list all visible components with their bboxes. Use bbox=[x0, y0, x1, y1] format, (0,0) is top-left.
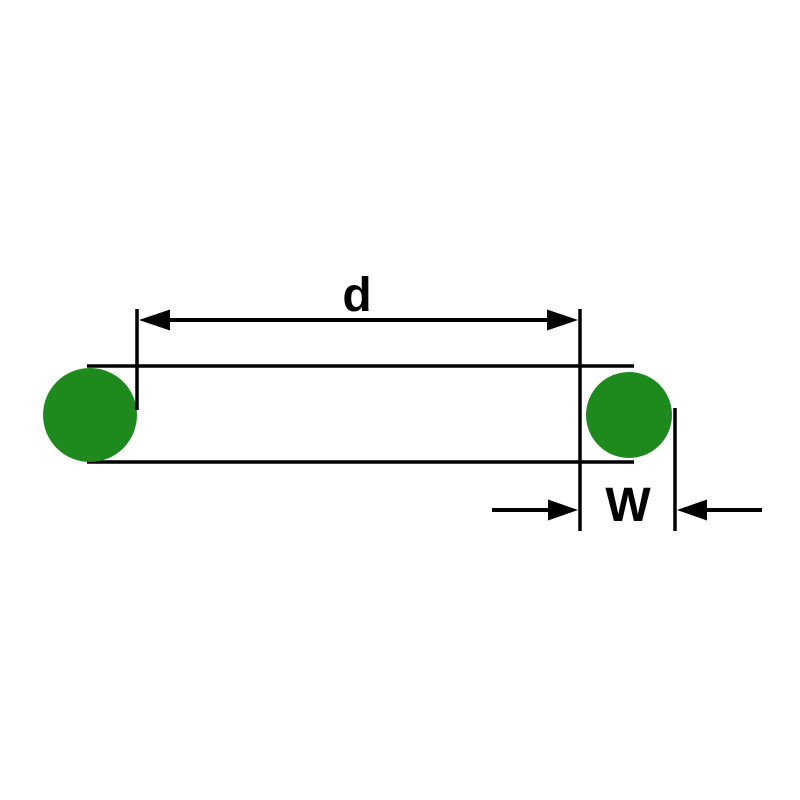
oring-left-cross-section bbox=[43, 368, 137, 462]
dimension-d-label: d bbox=[342, 269, 371, 322]
dimension-d-arrowhead-left bbox=[139, 309, 170, 331]
dimension-d-arrowhead-right bbox=[547, 309, 578, 331]
dimension-w-arrowhead-right bbox=[677, 499, 707, 521]
dimension-w-arrowhead-left bbox=[548, 499, 578, 521]
dimension-w-label: W bbox=[605, 479, 651, 532]
oring-right-cross-section bbox=[586, 372, 672, 458]
